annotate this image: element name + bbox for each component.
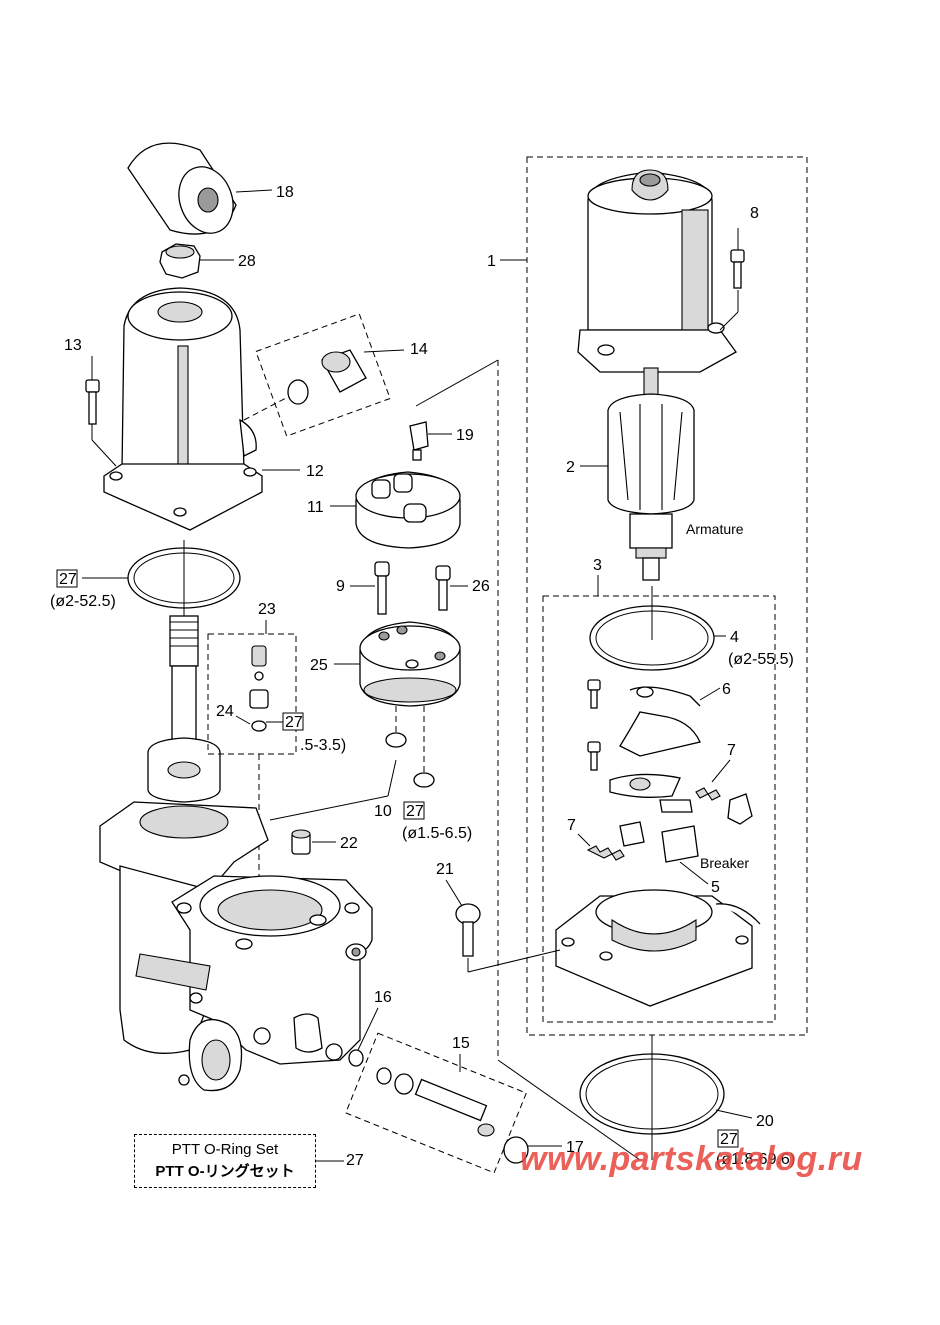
circlip-17 <box>503 1136 529 1164</box>
motor-end-frame <box>555 889 761 1007</box>
oring-set-legend: PTT O-Ring Set PTT O-リングセット <box>134 1134 316 1188</box>
oring-ref-c-num: 27 <box>406 803 424 820</box>
pin-19 <box>409 421 429 461</box>
breaker-label: Breaker <box>700 855 749 871</box>
part-label-25: 25 <box>310 657 328 674</box>
oring-ref-c-size: (ø1.5-6.5) <box>402 825 472 842</box>
pump-cover-11 <box>355 471 461 549</box>
part-label-7a: 7 <box>727 742 736 759</box>
reservoir-12 <box>103 287 263 531</box>
oring-ref-e-size: (ø2-55.5) <box>728 651 794 668</box>
armature-label: Armature <box>686 521 744 537</box>
oring-ref-d-num: 27 <box>720 1131 738 1148</box>
motor-yoke <box>577 169 737 373</box>
part-label-15: 15 <box>452 1035 470 1052</box>
brush-springs <box>586 787 753 863</box>
brush-plate <box>587 679 701 798</box>
part-label-4: 4 <box>730 629 739 646</box>
plug-box-14 <box>255 313 391 437</box>
bolt-26 <box>435 565 451 611</box>
manual-valve-15 <box>376 1067 495 1137</box>
fitting-22 <box>291 829 311 855</box>
oring-ref-b-size: .5-3.5) <box>300 737 346 754</box>
o-ring-10a <box>385 732 407 748</box>
legend-leader <box>316 1160 344 1162</box>
o-ring-16 <box>348 1049 364 1067</box>
bolt-9 <box>374 561 390 615</box>
bolt-13 <box>85 356 117 467</box>
piston-rod <box>147 615 221 803</box>
part-label-22: 22 <box>340 835 358 852</box>
part-label-19: 19 <box>456 427 474 444</box>
o-ring-10b <box>413 772 435 788</box>
motor-assembly-box <box>526 156 808 1036</box>
legend-line-2: PTT O-リングセット <box>155 1163 295 1180</box>
part-label-18: 18 <box>276 184 294 201</box>
part-label-12: 12 <box>306 463 324 480</box>
part-label-21: 21 <box>436 861 454 878</box>
bolt-8 <box>719 228 745 331</box>
part-label-20: 20 <box>756 1113 774 1130</box>
part-label-1: 1 <box>487 253 496 270</box>
watermark: www.partskatalog.ru <box>520 1140 863 1178</box>
nut-28 <box>159 243 201 279</box>
part-label-5: 5 <box>711 879 720 896</box>
part-label-24: 24 <box>216 703 234 720</box>
part-label-14: 14 <box>410 341 428 358</box>
part-label-11: 11 <box>307 499 324 516</box>
armature <box>607 367 695 581</box>
bolt-21 <box>455 903 481 957</box>
legend-number: 27 <box>346 1152 364 1169</box>
part-label-17: 17 <box>566 1139 584 1156</box>
part-label-10: 10 <box>374 803 392 820</box>
part-label-13: 13 <box>64 337 82 354</box>
part-label-16: 16 <box>374 989 392 1006</box>
check-valve-box-23 <box>207 633 297 755</box>
manual-valve-box-15 <box>345 1032 527 1174</box>
cap-18 <box>127 142 237 235</box>
part-label-3: 3 <box>593 557 602 574</box>
part-label-23: 23 <box>258 601 276 618</box>
part-label-6: 6 <box>722 681 731 698</box>
part-label-28: 28 <box>238 253 256 270</box>
plug-14 <box>287 349 367 405</box>
part-label-7b: 7 <box>567 817 576 834</box>
oring-ref-a-size: (ø2-52.5) <box>50 593 116 610</box>
oring-ref-d-size: (ø1.8-69.6) <box>716 1151 795 1168</box>
pump-body-25 <box>359 621 461 707</box>
brush-holder-box <box>542 595 776 1023</box>
check-valve-parts <box>249 645 269 732</box>
part-label-9: 9 <box>336 578 345 595</box>
oring-ref-a-num: 27 <box>59 571 77 588</box>
legend-line-1: PTT O-Ring Set <box>171 1141 279 1158</box>
part-label-2: 2 <box>566 459 575 476</box>
part-label-8: 8 <box>750 205 759 222</box>
cylinder-body <box>99 801 373 1092</box>
part-label-26: 26 <box>472 578 490 595</box>
oring-ref-b-num: 27 <box>285 714 303 731</box>
